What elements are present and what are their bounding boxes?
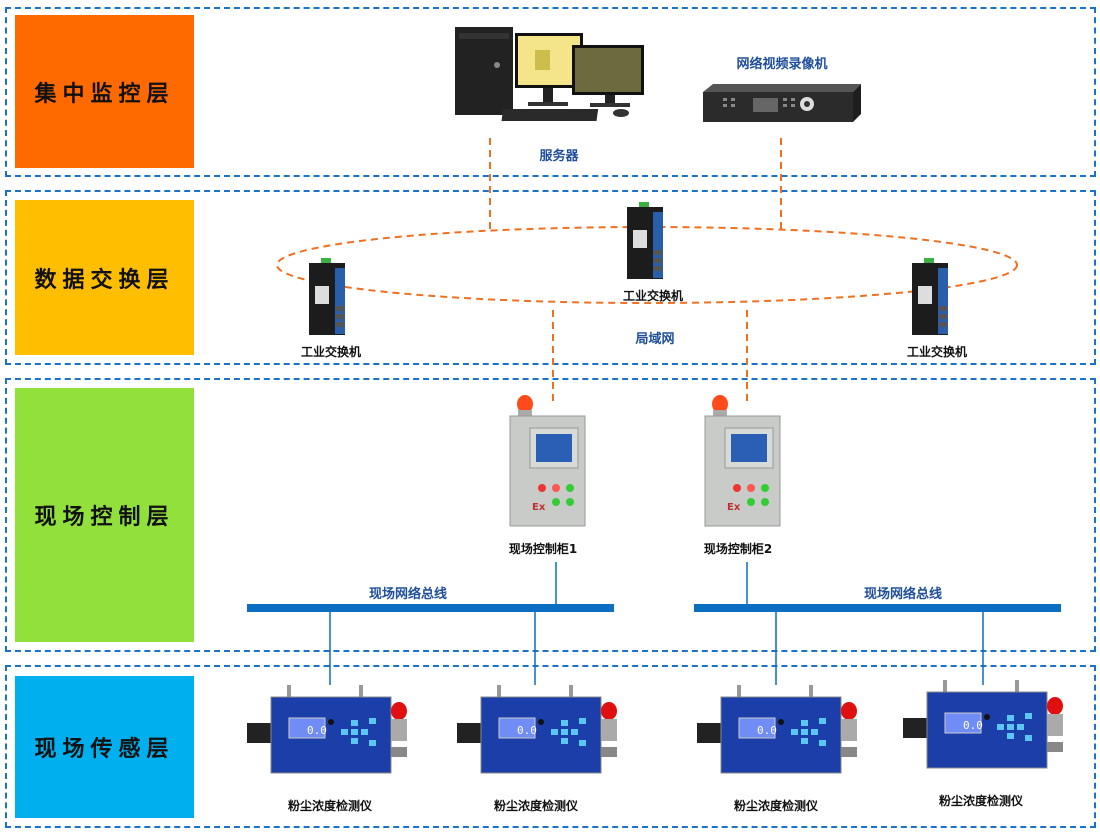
nvr-label: 网络视频录像机 — [736, 57, 828, 72]
server-icon — [455, 27, 644, 121]
detector-reading: 0.0 — [307, 724, 327, 737]
switch-icon-right — [912, 258, 948, 335]
fieldbus-2 — [694, 604, 1061, 612]
cabinet-icon — [704, 395, 781, 527]
layer-sensing — [5, 665, 1096, 828]
ex-mark: Ex — [727, 502, 741, 513]
dust-detector-1: 0.0 — [247, 685, 407, 775]
layer-label-monitoring: 集中监控层 — [15, 15, 194, 168]
switch-label-left: 工业交换机 — [300, 345, 362, 359]
detector-icon — [247, 685, 407, 774]
dust-detector-2: 0.0 — [457, 685, 617, 775]
cabinet-icon — [509, 395, 586, 527]
switch-label-center: 工业交换机 — [622, 289, 684, 303]
layer-label-text: 现场传感层 — [34, 737, 175, 762]
layer-label-sensing: 现场传感层 — [15, 676, 194, 818]
detector-label-2: 粉尘浓度检测仪 — [493, 799, 579, 813]
layer-label-text: 数据交换层 — [34, 267, 175, 293]
detector-reading: 0.0 — [517, 724, 537, 737]
detector-label-1: 粉尘浓度检测仪 — [287, 799, 373, 813]
lan-label: 局域网 — [635, 332, 675, 347]
detector-icon — [457, 685, 617, 774]
detector-label-3: 粉尘浓度检测仪 — [733, 799, 819, 813]
layer-control — [5, 378, 1096, 652]
fieldbus-label-2: 现场网络总线 — [863, 587, 943, 602]
detector-reading: 0.0 — [963, 719, 983, 732]
layer-label-text: 现场控制层 — [34, 505, 175, 530]
fieldbus-label-1: 现场网络总线 — [368, 587, 448, 602]
nvr-icon — [703, 84, 861, 122]
layer-exchange — [5, 190, 1096, 365]
layer-monitoring — [5, 7, 1096, 177]
switch-icon-center — [627, 202, 663, 279]
control-cabinet-1: Ex — [500, 392, 590, 532]
server-label: 服务器 — [539, 149, 579, 164]
cabinet-label-2: 现场控制柜2 — [703, 542, 773, 556]
layer-label-control: 现场控制层 — [15, 388, 194, 642]
layer-label-exchange: 数据交换层 — [15, 200, 194, 355]
cabinet-label-1: 现场控制柜1 — [508, 542, 578, 556]
detector-reading: 0.0 — [757, 724, 777, 737]
switch-label-right: 工业交换机 — [906, 345, 968, 359]
control-cabinet-2: Ex — [695, 392, 785, 532]
detector-icon — [697, 685, 857, 774]
detector-label-4: 粉尘浓度检测仪 — [938, 794, 1024, 808]
switch-icon-left — [309, 258, 345, 335]
detector-icon — [903, 680, 1063, 769]
layer-label-text: 集中监控层 — [34, 81, 175, 107]
fieldbus-1 — [247, 604, 614, 612]
ex-mark: Ex — [532, 502, 546, 513]
dust-detector-3: 0.0 — [697, 685, 857, 775]
dust-detector-4: 0.0 — [903, 680, 1063, 770]
